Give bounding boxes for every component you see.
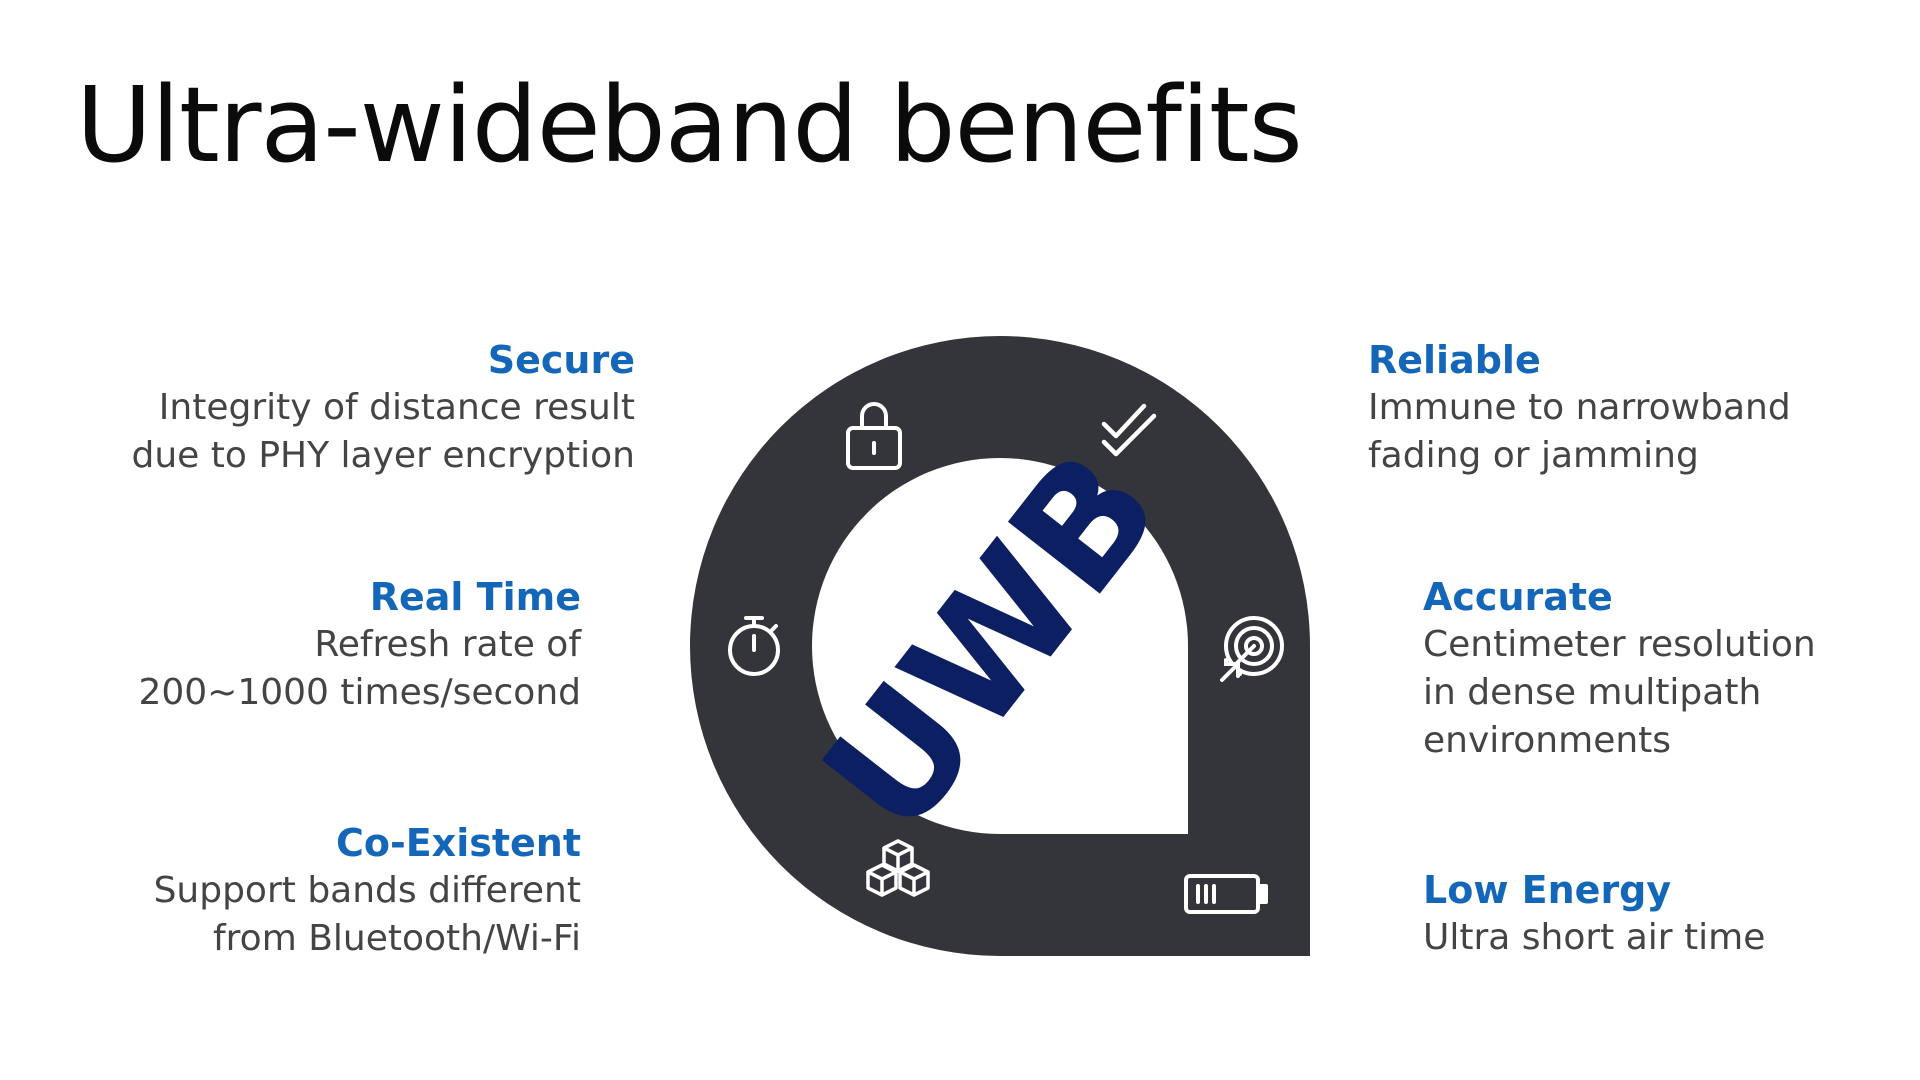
benefit-real-time: Real Time Refresh rate of 200~1000 times… xyxy=(138,573,581,717)
benefit-heading-real-time: Real Time xyxy=(369,575,581,619)
benefit-heading-co-existent: Co-Existent xyxy=(335,821,581,865)
benefit-heading-accurate: Accurate xyxy=(1423,575,1613,619)
benefit-text-accurate-line2: in dense multipath xyxy=(1423,672,1762,713)
benefit-text-secure-line1: Integrity of distance result xyxy=(158,387,635,428)
benefit-low-energy: Low Energy Ultra short air time xyxy=(1423,866,1765,962)
benefit-heading-reliable: Reliable xyxy=(1368,338,1541,382)
uwb-center-label: UWB xyxy=(787,419,1194,867)
uwb-ring xyxy=(690,336,1310,956)
benefit-text-co-existent-line2: from Bluetooth/Wi-Fi xyxy=(213,918,581,959)
benefit-secure: Secure Integrity of distance result due … xyxy=(132,336,636,480)
benefit-text-secure-line2: due to PHY layer encryption xyxy=(131,435,636,476)
benefit-text-reliable-line1: Immune to narrowband xyxy=(1368,387,1791,428)
benefit-heading-low-energy: Low Energy xyxy=(1423,868,1672,912)
stopwatch-icon xyxy=(728,616,780,676)
benefit-text-reliable-line2: fading or jamming xyxy=(1368,435,1699,476)
benefit-co-existent: Co-Existent Support bands different from… xyxy=(154,819,581,963)
benefit-text-accurate-line1: Centimeter resolution xyxy=(1423,624,1816,665)
benefit-accurate: Accurate Centimeter resolution in dense … xyxy=(1423,573,1816,765)
benefit-heading-secure: Secure xyxy=(487,338,635,382)
cubes-icon xyxy=(866,839,930,897)
battery-icon xyxy=(1184,874,1268,914)
double-check-icon xyxy=(1101,403,1157,457)
benefit-text-low-energy-line1: Ultra short air time xyxy=(1423,917,1766,958)
page-title: Ultra-wideband benefits xyxy=(76,64,1303,186)
padlock-icon xyxy=(846,402,902,470)
benefit-text-real-time-line2: 200~1000 times/second xyxy=(138,672,581,713)
benefit-text-co-existent-line1: Support bands different xyxy=(153,870,581,911)
target-icon xyxy=(1220,616,1284,682)
benefit-reliable: Reliable Immune to narrowband fading or … xyxy=(1368,336,1791,480)
benefit-text-real-time-line1: Refresh rate of xyxy=(314,624,581,665)
benefit-text-accurate-line3: environments xyxy=(1423,720,1672,761)
